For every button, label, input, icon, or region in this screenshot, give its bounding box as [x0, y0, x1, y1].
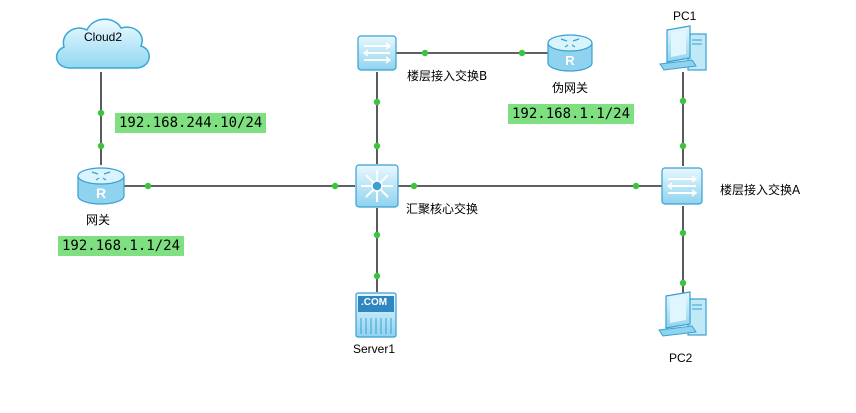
port-dot — [679, 279, 687, 287]
cloud-icon[interactable] — [55, 18, 150, 69]
svg-text:R: R — [565, 53, 575, 68]
switch-a-icon[interactable] — [661, 167, 703, 205]
fake-gateway-label: 伪网关 — [552, 81, 589, 95]
port-dot — [373, 98, 381, 106]
port-dot — [679, 229, 687, 237]
fake-gateway-ip-label: 192.168.1.1/24 — [508, 104, 635, 124]
core-switch-label: 汇聚核心交换 — [406, 202, 479, 216]
pc2-icon[interactable] — [658, 291, 707, 337]
port-dot — [97, 109, 105, 117]
port-dot — [410, 182, 418, 190]
cloud-label: Cloud2 — [84, 30, 123, 44]
pc2-label: PC2 — [669, 351, 693, 365]
server-label: Server1 — [353, 342, 396, 356]
gateway-ip-label: 192.168.1.1/24 — [58, 236, 185, 256]
port-dot — [679, 142, 687, 150]
port-dot — [679, 97, 687, 105]
server-icon[interactable] — [355, 292, 397, 338]
port-dot — [632, 182, 640, 190]
server-badge: .COM — [361, 297, 388, 308]
pc1-label: PC1 — [673, 9, 697, 23]
links — [100, 52, 684, 295]
core-switch-icon[interactable] — [355, 164, 399, 208]
port-dot — [373, 142, 381, 150]
fake-gateway-router-icon[interactable]: R — [547, 34, 593, 72]
port-dot — [144, 182, 152, 190]
port-dot — [518, 49, 526, 57]
port-dot — [331, 182, 339, 190]
switch-a-label: 楼层接入交换A — [720, 183, 801, 197]
port-dot — [373, 272, 381, 280]
pc1-icon[interactable] — [659, 25, 707, 71]
cloud-ip-label: 192.168.244.10/24 — [115, 113, 267, 133]
port-dot — [421, 49, 429, 57]
svg-text:R: R — [96, 185, 106, 201]
port-dot — [373, 231, 381, 239]
switch-b-label: 楼层接入交换B — [407, 69, 488, 83]
port-dot — [97, 142, 105, 150]
switch-b-icon[interactable] — [357, 35, 397, 71]
ports — [97, 49, 687, 287]
gateway-label: 网关 — [86, 213, 111, 227]
gateway-router-icon[interactable]: R — [77, 167, 125, 205]
